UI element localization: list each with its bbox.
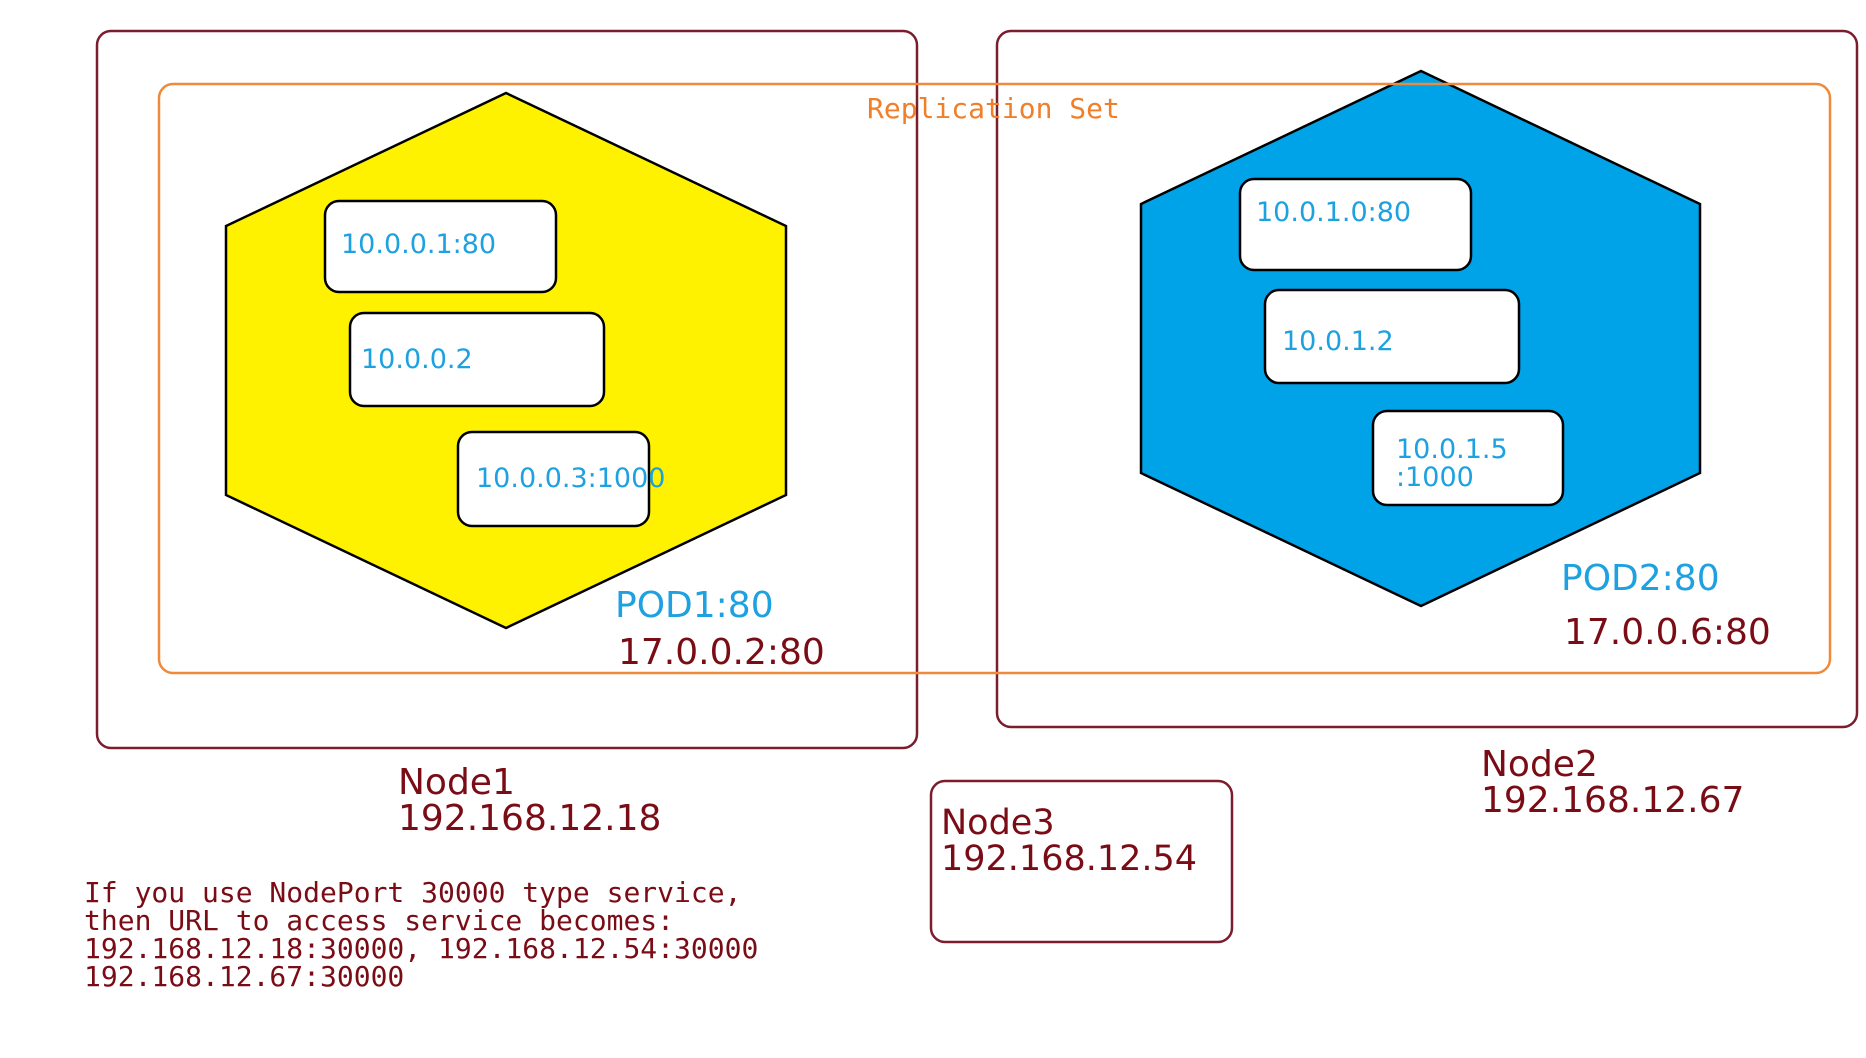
pod2-address: 17.0.0.6:80: [1564, 612, 1771, 653]
pod2-container-3-label-line2: :1000: [1396, 462, 1474, 493]
nodeport-note-line2: then URL to access service becomes:: [84, 904, 674, 937]
node1-name: Node1: [398, 762, 515, 803]
nodeport-note-line1: If you use NodePort 30000 type service,: [84, 876, 741, 909]
pod1-container-3-label: 10.0.0.3:1000: [476, 463, 665, 494]
node3-name: Node3: [941, 803, 1055, 843]
pod1-container-1-label: 10.0.0.1:80: [341, 229, 496, 260]
node2-name: Node2: [1481, 744, 1598, 785]
node2-ip: 192.168.12.67: [1481, 780, 1744, 821]
pod1-address: 17.0.0.2:80: [618, 632, 825, 673]
node2-box: [995, 29, 1859, 729]
pod1-container-3: [456, 430, 651, 528]
pod2-container-2-label: 10.0.1.2: [1282, 326, 1394, 357]
replication-set-label: Replication Set: [867, 92, 1120, 125]
replication-set-box: [157, 82, 1832, 675]
pod1-container-2-label: 10.0.0.2: [361, 344, 473, 375]
pod2-container-3: [1371, 409, 1565, 507]
pod2-container-1-label: 10.0.1.0:80: [1256, 197, 1411, 228]
node3-ip: 192.168.12.54: [941, 839, 1197, 879]
pod2-container-2: [1263, 288, 1521, 385]
pod1-container-2: [348, 311, 606, 408]
pod1-container-1: [323, 199, 558, 294]
pod2-container-3-label-line1: 10.0.1.5: [1396, 434, 1508, 465]
node3-box: [929, 779, 1234, 944]
nodeport-note-line4: 192.168.12.67:30000: [84, 960, 404, 993]
pod2-container-1: [1238, 177, 1473, 272]
node1-ip: 192.168.12.18: [398, 798, 661, 839]
nodeport-note-line3: 192.168.12.18:30000, 192.168.12.54:30000: [84, 932, 758, 965]
pod1-label: POD1:80: [615, 585, 774, 626]
node1-box: [95, 29, 919, 750]
pod2-label: POD2:80: [1561, 558, 1720, 599]
